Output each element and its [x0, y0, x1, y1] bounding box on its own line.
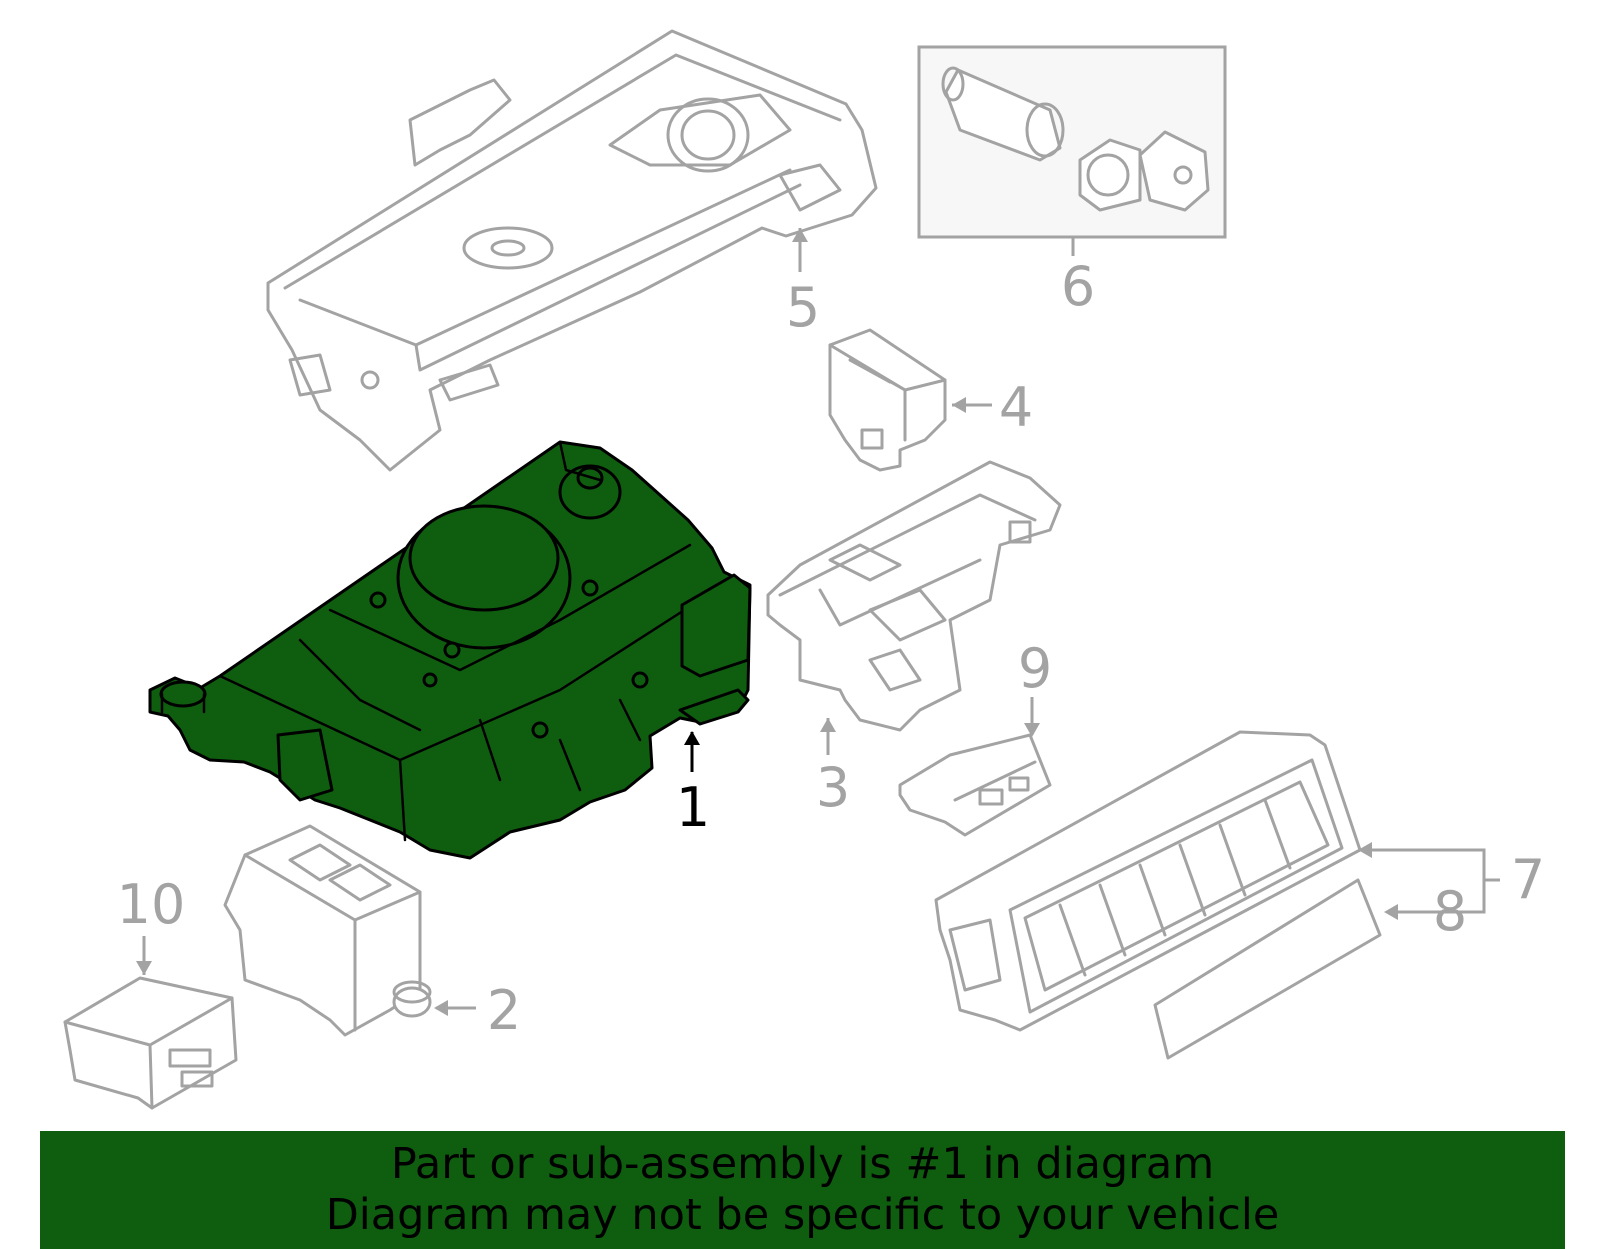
part-6-power-socket-box: [917, 45, 1227, 239]
part-2-switch-assembly: [223, 824, 432, 1037]
callout-7: 7: [1511, 848, 1545, 911]
callout-2: 2: [487, 979, 521, 1042]
callout-3: 3: [816, 756, 850, 819]
part-3-switch-module: [766, 460, 1062, 732]
callout-10: 10: [117, 873, 186, 936]
part-8-trim-strip: [1153, 878, 1382, 1060]
callout-1: 1: [676, 776, 710, 839]
part-10-small-block: [63, 976, 238, 1110]
callout-6: 6: [1061, 255, 1095, 318]
callout-4: 4: [999, 376, 1033, 439]
callout-9: 9: [1018, 637, 1052, 700]
callout-8: 8: [1433, 880, 1467, 943]
part-1-controller-highlighted: [148, 440, 752, 860]
part-9-small-switch: [898, 733, 1052, 837]
parts-diagram: 5 6 4 3 9: [63, 29, 1545, 1110]
callout-5: 5: [786, 276, 820, 339]
banner-line-2: Diagram may not be specific to your vehi…: [325, 1190, 1280, 1240]
part-4-switch-block: [828, 328, 947, 472]
part-5-console-tray: [266, 29, 878, 472]
info-banner: Part or sub-assembly is #1 in diagram Di…: [40, 1131, 1565, 1249]
banner-line-1: Part or sub-assembly is #1 in diagram: [390, 1139, 1215, 1189]
part-7-climate-control-panel: [934, 730, 1362, 1032]
